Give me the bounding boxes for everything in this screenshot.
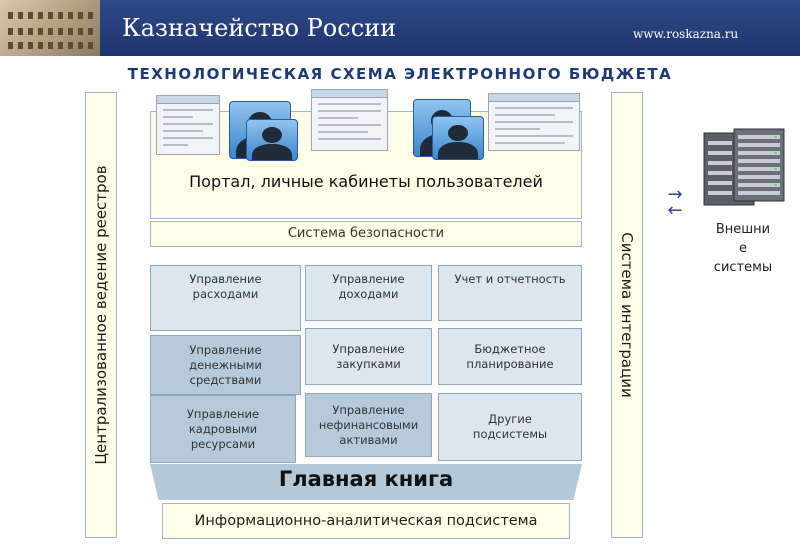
user-avatar-icon — [432, 116, 484, 160]
registry-bar-label: Централизованное ведение реестров — [92, 165, 110, 465]
general-ledger-block — [150, 464, 582, 500]
module-cash: Управление денежными средствами — [150, 335, 301, 395]
header-url[interactable]: www.roskazna.ru — [633, 27, 739, 41]
user-avatar-icon — [246, 119, 298, 161]
arrow-left-icon: ← — [667, 200, 683, 221]
integration-bar: Система интеграции — [611, 92, 643, 538]
diagram-title: ТЕХНОЛОГИЧЕСКАЯ СХЕМА ЭЛЕКТРОННОГО БЮДЖЕ… — [127, 65, 673, 83]
header-bar — [0, 0, 800, 56]
module-procurement: Управление закупками — [305, 328, 432, 385]
screenshot-thumbnail — [488, 93, 580, 151]
treasury-building-photo — [0, 0, 100, 56]
general-ledger-label: Главная книга — [278, 467, 454, 491]
portal-label: Портал, личные кабинеты пользователей — [189, 172, 543, 191]
header-title: Казначейство России — [122, 14, 397, 42]
integration-bar-label: Система интеграции — [618, 232, 636, 398]
external-systems-label: Внешни е системы — [713, 222, 773, 275]
server-rack-icon — [700, 125, 788, 209]
security-system: Система безопасности — [150, 221, 582, 247]
module-revenues: Управление доходами — [305, 265, 432, 321]
module-other: Другие подсистемы — [438, 393, 582, 461]
module-budget-planning: Бюджетное планирование — [438, 328, 582, 385]
registry-bar: Централизованное ведение реестров — [85, 92, 117, 538]
arrow-right-icon: → — [667, 184, 683, 205]
screenshot-thumbnail — [156, 95, 220, 155]
module-hr: Управление кадровыми ресурсами — [150, 395, 296, 463]
module-reporting: Учет и отчетность — [438, 265, 582, 321]
module-expenses: Управление расходами — [150, 265, 301, 331]
analytics-subsystem: Информационно-аналитическая подсистема — [162, 503, 570, 539]
module-nonfinancial-assets: Управление нефинансовыми активами — [305, 393, 432, 457]
screenshot-thumbnail — [311, 89, 388, 151]
